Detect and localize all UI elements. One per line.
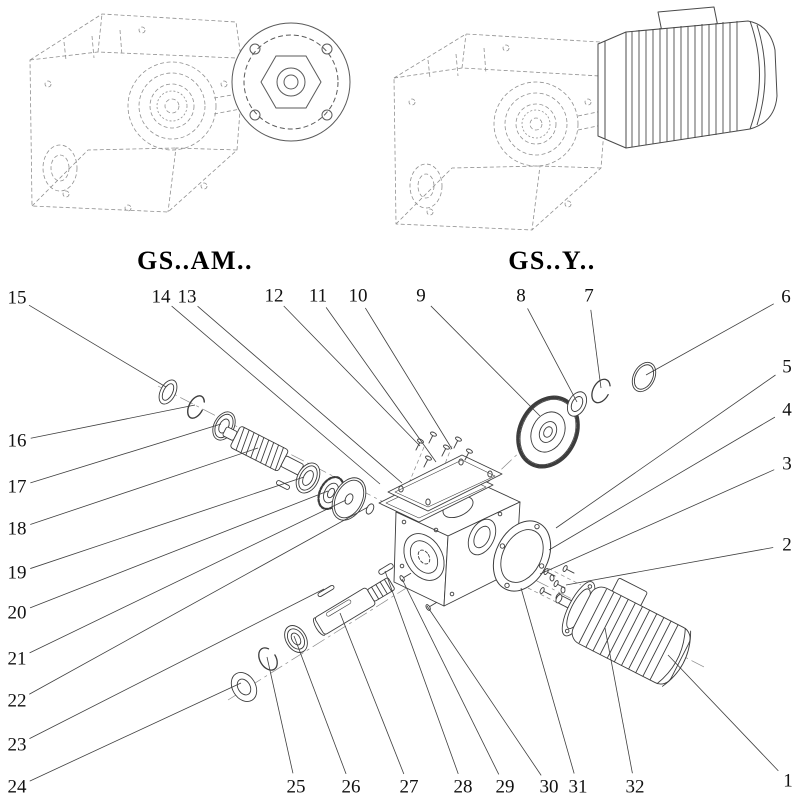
leader-line-26 xyxy=(293,635,347,775)
leader-line-13 xyxy=(197,305,403,484)
leader-line-31 xyxy=(520,587,575,774)
callout-leader-lines xyxy=(28,303,779,782)
gear-housing xyxy=(393,477,521,607)
leader-line-3 xyxy=(539,469,775,575)
leader-line-16 xyxy=(30,404,196,439)
housing-cover-plate xyxy=(387,454,503,512)
gs-y-motor-drawing xyxy=(597,6,778,149)
gs-am-gearbox-drawing xyxy=(29,13,257,213)
leader-line-18 xyxy=(30,447,259,525)
leader-line-4 xyxy=(548,416,776,551)
leader-line-29 xyxy=(401,578,500,775)
motor-flange-ring xyxy=(492,520,552,592)
shim-disc xyxy=(331,477,367,521)
output-shaft xyxy=(313,577,395,636)
variant-label-gs-am: GS..AM.. xyxy=(137,246,253,275)
spacer-ring xyxy=(631,361,657,393)
input-oil-seal xyxy=(158,379,178,405)
output-bearing xyxy=(284,625,308,653)
leader-line-23 xyxy=(29,588,325,740)
leader-line-5 xyxy=(555,374,776,529)
gear-washer xyxy=(566,391,588,417)
leader-line-28 xyxy=(384,570,459,774)
leader-line-2 xyxy=(565,547,774,586)
leader-line-17 xyxy=(30,423,222,484)
leader-line-32 xyxy=(604,627,633,774)
leader-line-1 xyxy=(667,654,779,772)
variant-label-gs-y: GS..Y.. xyxy=(508,246,596,275)
worm-shaft xyxy=(222,426,311,478)
leader-line-20 xyxy=(29,490,329,609)
leader-line-19 xyxy=(30,476,305,569)
worm-bearing xyxy=(295,462,321,494)
leader-line-12 xyxy=(283,305,421,447)
input-retaining-ring xyxy=(187,395,205,419)
leader-line-21 xyxy=(29,499,347,654)
gear-retaining-ring xyxy=(591,378,611,404)
leader-line-11 xyxy=(325,307,437,463)
helical-gear xyxy=(516,395,580,469)
leader-line-25 xyxy=(266,656,294,774)
exploded-parts xyxy=(158,361,692,702)
leader-line-30 xyxy=(426,605,542,776)
motor-cooling-fins xyxy=(631,21,738,147)
housing-bolt-a xyxy=(399,572,412,582)
gs-am-flange-drawing xyxy=(231,22,351,142)
leader-line-6 xyxy=(645,303,774,376)
leader-line-27 xyxy=(339,612,405,775)
cover-bolts xyxy=(415,431,473,468)
motor-assembly xyxy=(555,578,692,687)
leader-line-10 xyxy=(364,307,453,450)
leader-line-8 xyxy=(527,308,578,403)
leader-line-15 xyxy=(28,304,167,388)
worm-key xyxy=(276,480,290,490)
dowel-pin xyxy=(317,584,335,598)
leader-line-14 xyxy=(171,305,381,485)
output-retaining-ring xyxy=(258,647,278,671)
shaft-key xyxy=(378,563,394,575)
leader-line-24 xyxy=(29,682,242,782)
output-washer xyxy=(230,672,258,702)
gs-y-gearbox-drawing xyxy=(393,33,613,231)
leader-line-22 xyxy=(29,506,369,695)
leader-line-7 xyxy=(590,309,602,389)
leader-line-9 xyxy=(430,305,541,417)
spacer-oval xyxy=(365,503,375,515)
